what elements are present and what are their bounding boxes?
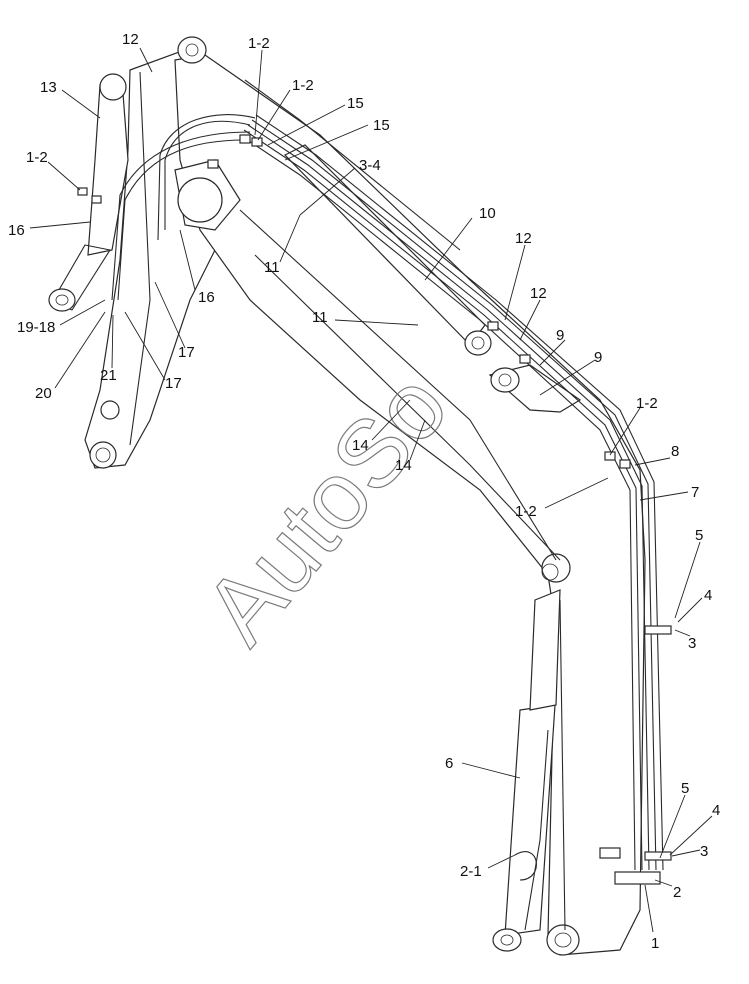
callout-label: 1-2 — [26, 149, 48, 166]
callout-label: 1 — [651, 935, 659, 952]
callout-label: 17 — [178, 344, 195, 361]
callout-label: 12 — [515, 230, 532, 247]
callout-label: 9 — [594, 349, 602, 366]
callout-label: 1-2 — [248, 35, 270, 52]
leader-lines — [29, 47, 713, 933]
hydraulic-lines — [77, 114, 672, 931]
boom-cylinder — [492, 589, 561, 952]
callout-label: 6 — [445, 755, 453, 772]
callout-label: 15 — [373, 117, 390, 134]
callout-label: 4 — [712, 802, 720, 819]
callout-label: 9 — [556, 327, 564, 344]
callout-label: 14 — [395, 457, 412, 474]
callout-label: 1-2 — [515, 503, 537, 520]
callout-label: 11 — [264, 259, 280, 276]
callout-label: 3 — [688, 635, 696, 652]
callout-label: 5 — [695, 527, 703, 544]
callout-label: 2-1 — [460, 863, 482, 880]
callout-label: 5 — [681, 780, 689, 797]
callout-label: 8 — [671, 443, 679, 460]
callout-label: 20 — [35, 385, 52, 402]
callout-labels: 12 13 1-2 16 1-2 1-2 15 15 3-4 10 12 12 … — [8, 31, 720, 952]
callout-label: 3 — [700, 843, 708, 860]
callout-label: 2 — [673, 884, 681, 901]
callout-label: 21 — [100, 367, 117, 384]
callout-label: 3-4 — [359, 157, 381, 174]
arm-cylinder — [48, 73, 129, 312]
callout-label: 1-2 — [292, 77, 314, 94]
callout-label: 7 — [691, 484, 699, 501]
callout-label: 4 — [704, 587, 712, 604]
callout-label: 12 — [122, 31, 139, 48]
callout-label: 10 — [479, 205, 496, 222]
callout-label: 16 — [198, 289, 215, 306]
bracket — [488, 364, 582, 413]
boom-structure — [174, 36, 646, 956]
callout-label: 17 — [165, 375, 182, 392]
callout-label: 1-2 — [636, 395, 658, 412]
callout-label: 16 — [8, 222, 25, 239]
watermark-text: AutoSo — [184, 353, 468, 663]
callout-label: 13 — [40, 79, 57, 96]
callout-label: 14 — [352, 437, 369, 454]
callout-label: 15 — [347, 95, 364, 112]
callout-label: 12 — [530, 285, 547, 302]
callout-label: 19-18 — [17, 319, 55, 336]
callout-label: 11 — [312, 309, 328, 326]
